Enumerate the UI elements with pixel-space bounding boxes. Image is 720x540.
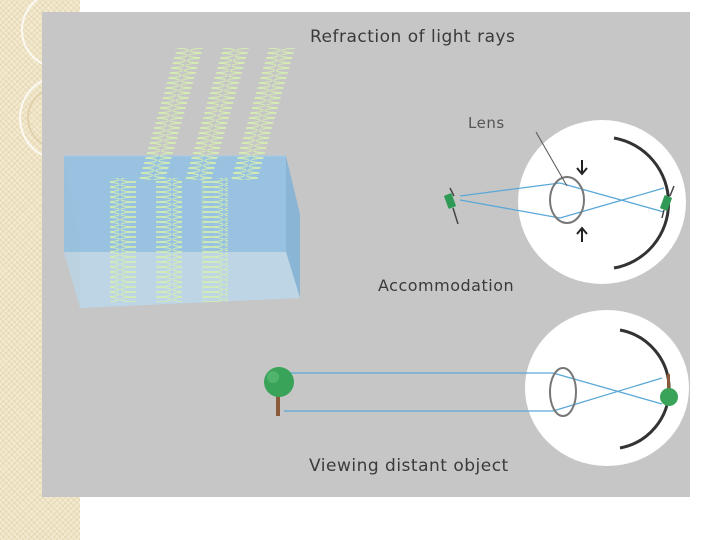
inverted-tree-image: [660, 374, 678, 406]
distant-eye: [264, 310, 689, 466]
accommodation-eye: [444, 120, 686, 284]
light-coils-in-water: [110, 178, 228, 302]
accommodation-label: Accommodation: [378, 276, 515, 295]
lens-label: Lens: [468, 114, 505, 132]
refraction-diagram: [64, 48, 689, 466]
distant-object-label: Viewing distant object: [309, 456, 509, 476]
diagram-title: Refraction of light rays: [310, 27, 516, 47]
near-object-pin: [444, 187, 459, 225]
diagram-panel: Refraction of light rays Lens Accommodat…: [42, 12, 690, 497]
distant-tree: [264, 367, 294, 416]
inverted-image-pin: [660, 185, 675, 219]
light-coils-above-water: [139, 48, 295, 180]
